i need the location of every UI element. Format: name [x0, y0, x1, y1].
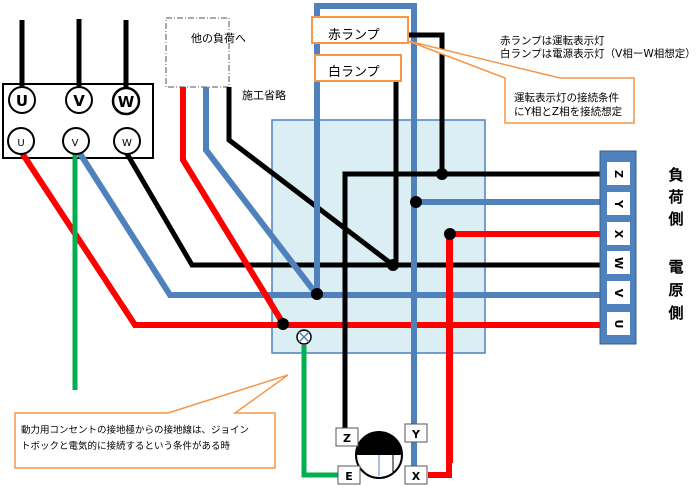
- source-side-label-3: 側: [667, 304, 683, 322]
- junction-dot: [444, 228, 456, 240]
- ground-terminal-icon: [296, 329, 312, 345]
- other-load-box: [165, 17, 230, 88]
- other-load-label: 他の負荷へ: [191, 32, 246, 45]
- motor-terminal-w: W: [612, 257, 625, 269]
- source-terminals-top: [8, 86, 141, 116]
- outlet-terminal-y-box: [404, 423, 428, 443]
- outlet-terminal-x-box: [404, 465, 428, 485]
- motor-terminal-v: V: [612, 289, 625, 298]
- source-side-label-1: 電: [668, 258, 683, 276]
- source-terminal-top-v: V: [73, 92, 85, 110]
- junction-dot: [436, 168, 448, 180]
- load-side-label-1: 負: [668, 166, 683, 184]
- wire-other-load-blue: [203, 87, 320, 297]
- motor-terminals: [607, 162, 630, 335]
- red-lamp-label: 赤ランプ: [328, 28, 380, 43]
- wire-source-u-red: [19, 151, 600, 328]
- ground-callout-line2: トボックと電気的に接続するという条件がある時: [21, 440, 231, 452]
- run-lamp-callout: [407, 40, 635, 124]
- wire-lamp-blue-loop: [314, 3, 417, 480]
- wire-z-black: [342, 171, 600, 430]
- outlet-terminal-y: Y: [411, 428, 421, 441]
- white-lamp-box: [314, 54, 402, 82]
- motor-terminal-u: U: [612, 320, 625, 329]
- outlet-terminal-e-box: [337, 465, 361, 485]
- load-side-label-2: 荷: [668, 188, 683, 206]
- run-lamp-callout-line1: 運転表示灯の接続条件: [514, 91, 619, 104]
- outlet-terminal-x: X: [412, 470, 421, 483]
- wire-source-w-black: [123, 150, 600, 268]
- lamp-note-line2: 白ランプは電源表示灯（V相ーW相想定）: [500, 47, 696, 60]
- source-side-label-2: 原: [668, 281, 683, 299]
- power-outlet-icon: [355, 431, 403, 479]
- source-terminal-top-w: W: [118, 93, 135, 111]
- source-terminal-bottom-u: U: [17, 138, 24, 149]
- wire-other-load-red: [180, 87, 287, 327]
- lamp-note-line1: 赤ランプは運転表示灯: [500, 34, 605, 47]
- motor-terminal-z: Z: [612, 170, 625, 178]
- junction-dot: [311, 288, 323, 300]
- source-terminal-bottom-v: V: [72, 138, 79, 149]
- construction-omitted-label: 施工省略: [242, 88, 286, 102]
- run-lamp-callout-line2: にY相とZ相を接続想定: [514, 105, 623, 118]
- wire-source-v-blue: [76, 150, 600, 298]
- source-terminals-bottom: [7, 127, 141, 155]
- motor-terminal-y: Y: [612, 199, 625, 209]
- load-side-label-3: 側: [667, 210, 683, 228]
- ground-callout: [14, 374, 289, 469]
- white-lamp-label: 白ランプ: [328, 64, 380, 80]
- junction-dot: [387, 259, 399, 271]
- source-terminal-bottom-w: W: [122, 138, 132, 149]
- wire-other-load-black: [226, 87, 395, 267]
- outlet-terminal-z-box: [335, 427, 359, 447]
- red-lamp-box: [311, 16, 409, 44]
- outlet-terminal-e: E: [345, 470, 353, 483]
- ground-wire-outlet: [301, 345, 342, 478]
- motor-terminal-x: X: [612, 230, 625, 239]
- junction-dot: [410, 196, 422, 208]
- outlet-terminal-z: Z: [343, 432, 351, 445]
- junction-dot: [277, 318, 289, 330]
- ground-callout-line1: 動力用コンセントの接地極からの接地線は、ジョイン: [21, 424, 249, 436]
- wire-red-lamp-black: [408, 32, 445, 174]
- source-terminal-top-u: U: [16, 92, 28, 110]
